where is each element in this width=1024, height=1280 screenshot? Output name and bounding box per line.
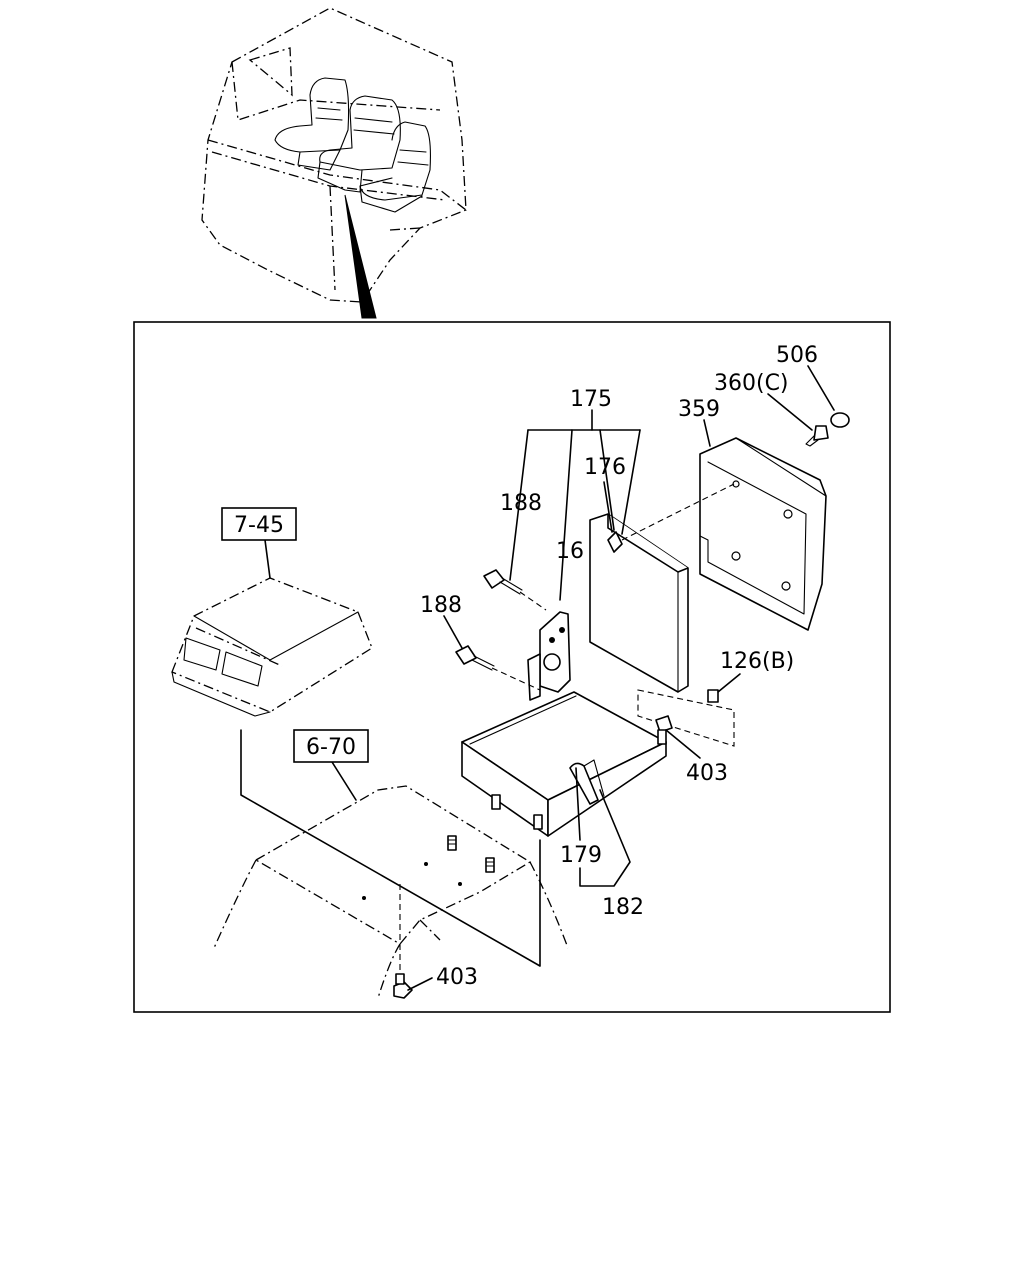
callout-16: 16 — [556, 539, 584, 564]
callout-179: 179 — [560, 843, 602, 868]
ref-label-7-45: 7-45 — [234, 513, 284, 538]
callout-403-floor: 403 — [436, 965, 478, 990]
console-assembly — [171, 577, 373, 717]
floor-stud — [447, 835, 457, 851]
callout-leaders — [407, 365, 835, 991]
clip-126 — [707, 689, 719, 703]
callout-403-seat: 403 — [686, 761, 728, 786]
callout-188-lower: 188 — [420, 593, 462, 618]
seat-back — [589, 513, 689, 693]
callout-360c: 360(C) — [714, 371, 789, 396]
callout-126b: 126(B) — [720, 649, 794, 674]
cab-overview-illustration — [201, 7, 467, 319]
floor-base-panel — [213, 785, 569, 999]
bolt-upper — [483, 569, 523, 595]
floor-stud — [485, 857, 495, 873]
callout-188-upper: 188 — [500, 491, 542, 516]
screw-360 — [805, 425, 829, 447]
back-cover — [699, 437, 827, 631]
detail-frame — [133, 321, 891, 1013]
nut-403-floor — [393, 973, 413, 999]
ref-label-6-70: 6-70 — [306, 735, 356, 760]
callout-506: 506 — [776, 343, 818, 368]
callout-182: 182 — [602, 895, 644, 920]
bolt-lower — [455, 645, 495, 671]
ref-box-6-70[interactable]: 6-70 — [293, 729, 369, 763]
callout-359: 359 — [678, 397, 720, 422]
callout-175: 175 — [570, 387, 612, 412]
callout-labels: 506 360(C) 359 175 176 188 16 188 126(B)… — [420, 343, 818, 990]
hinge-bracket — [527, 611, 571, 701]
cap-506 — [830, 412, 850, 428]
nut-403-seat — [655, 715, 673, 745]
callout-176: 176 — [584, 455, 626, 480]
connector-lines — [240, 539, 541, 967]
seat-cushion — [461, 691, 667, 837]
ref-box-7-45[interactable]: 7-45 — [221, 507, 297, 541]
